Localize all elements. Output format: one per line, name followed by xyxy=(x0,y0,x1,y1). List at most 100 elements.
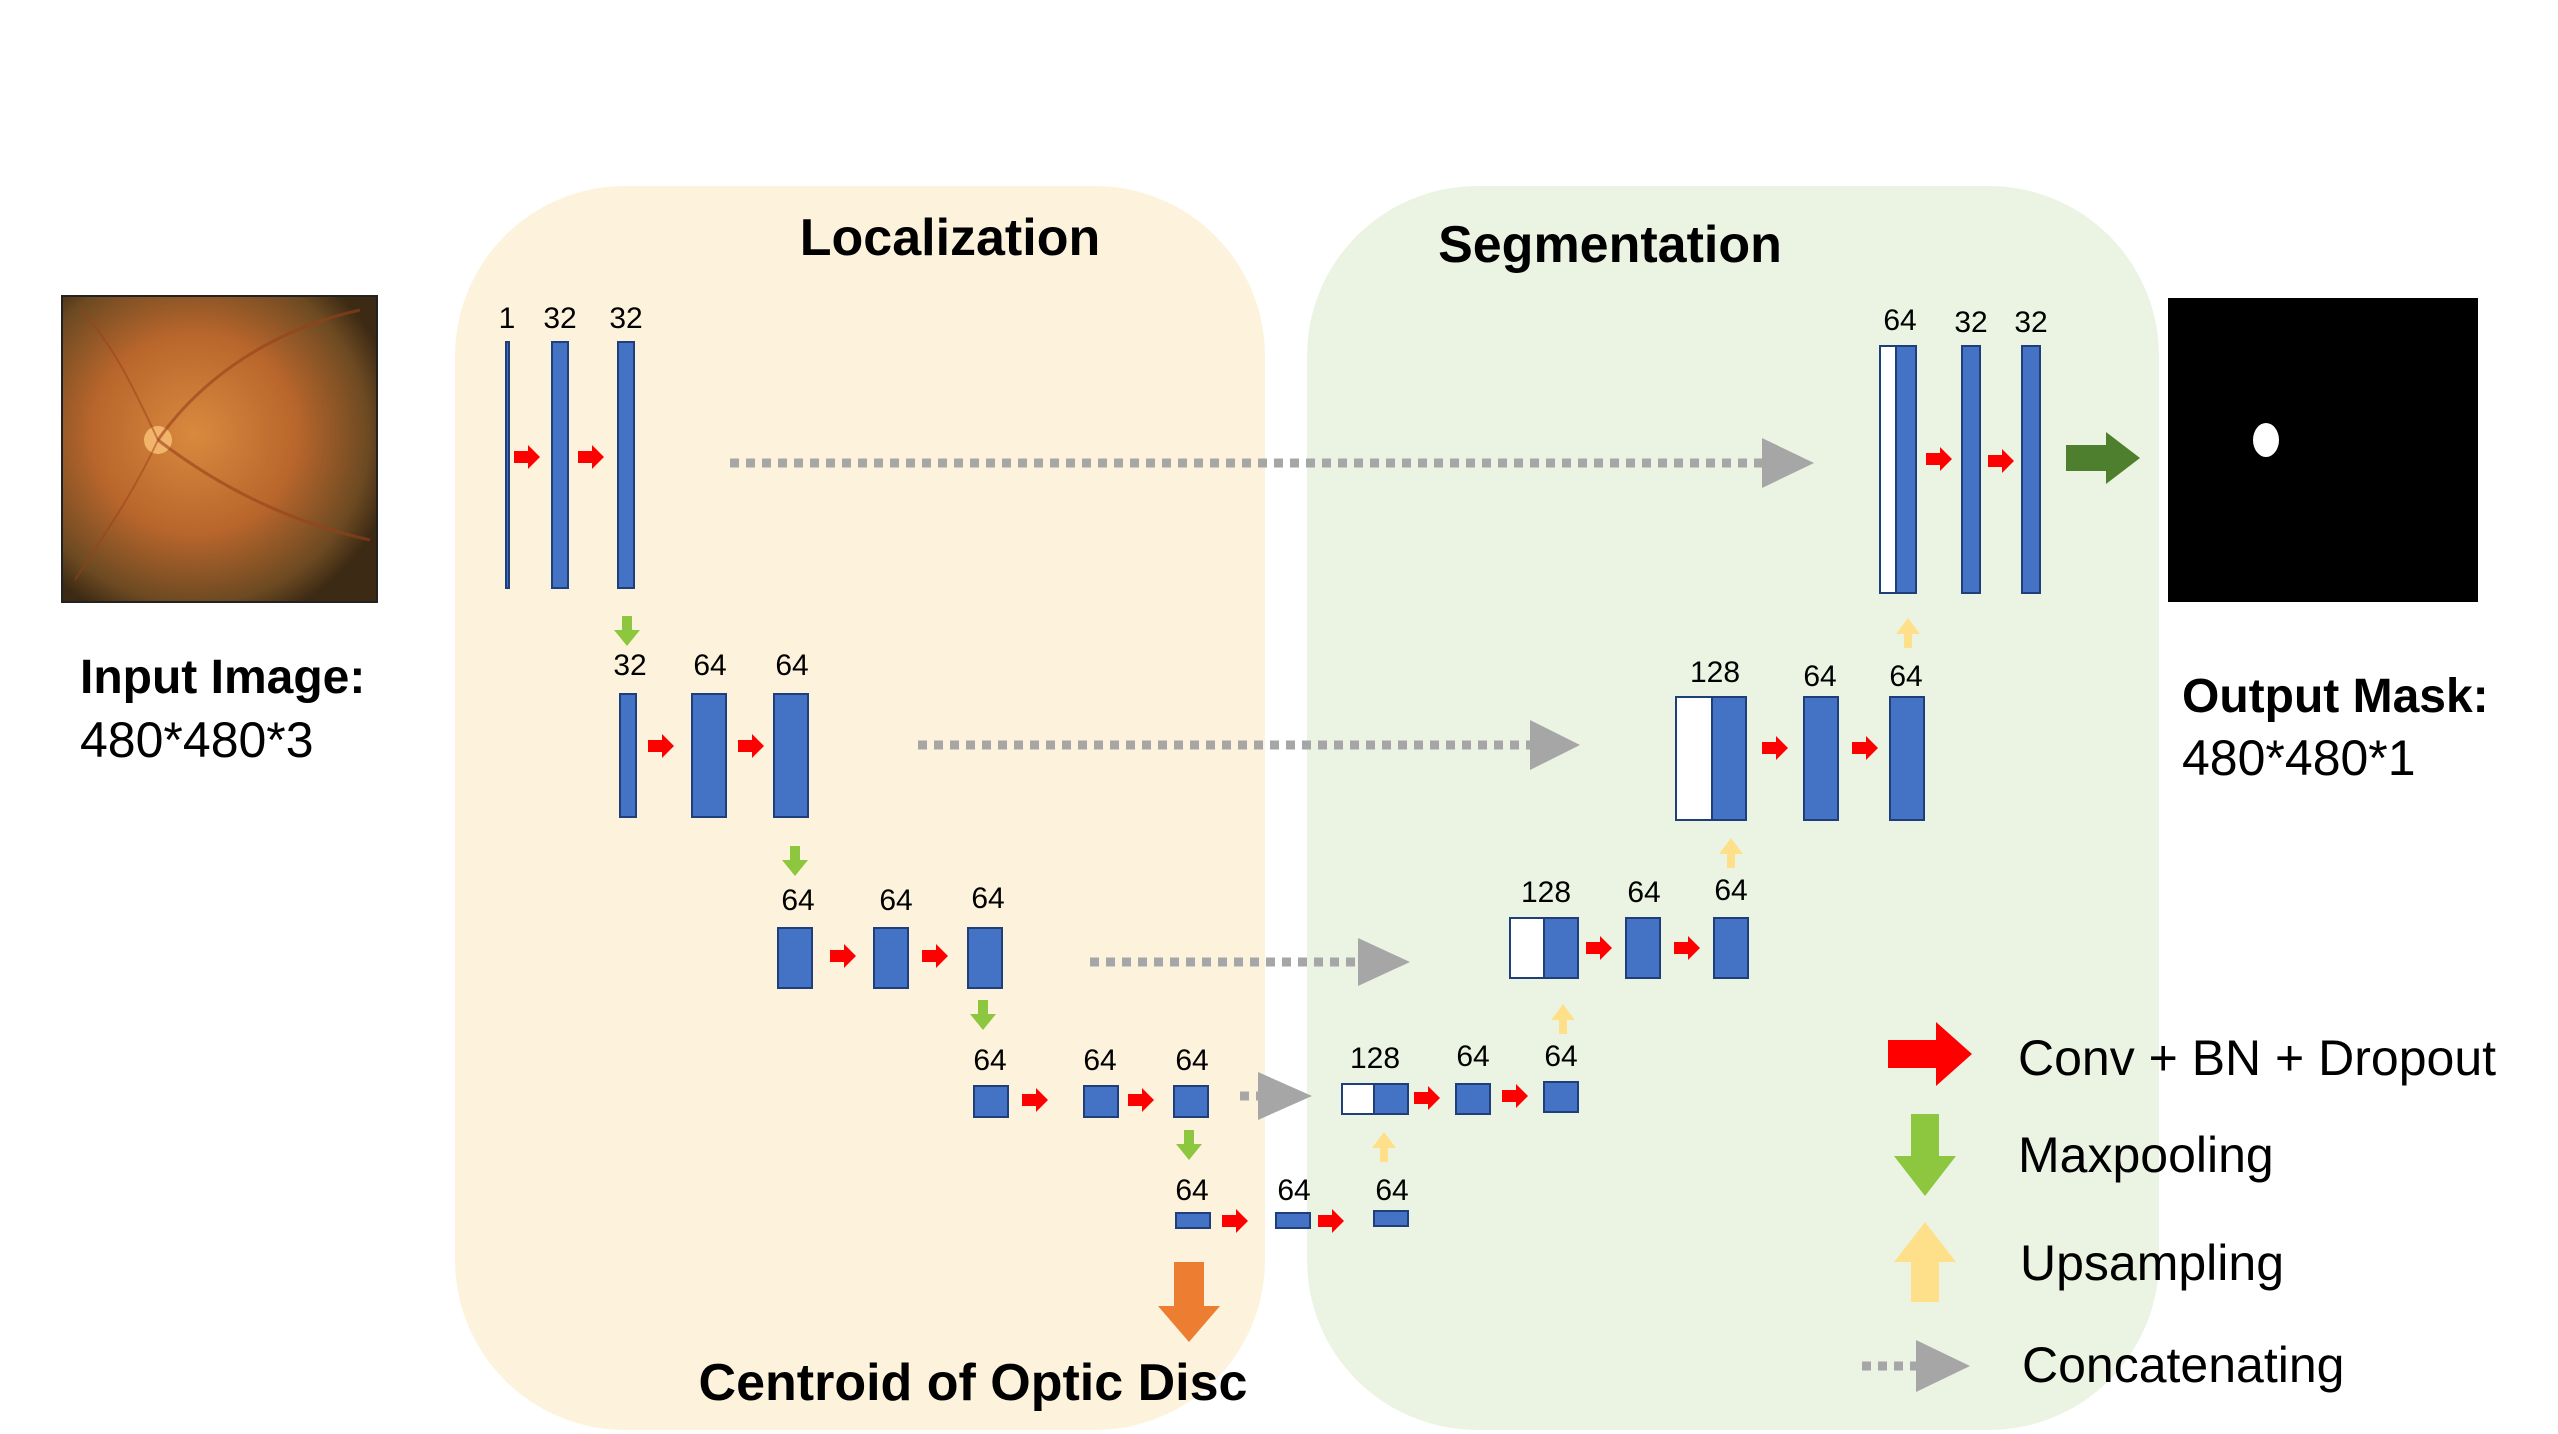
legend-conv-label: Conv + BN + Dropout xyxy=(2018,1030,2496,1086)
bottleneck-block-2 xyxy=(1275,1212,1311,1229)
legend-conv-icon xyxy=(1888,1022,1972,1086)
conv-arrow xyxy=(1222,1209,1248,1233)
enc4-label-3: 64 xyxy=(1175,1044,1208,1077)
dec2-concat-block xyxy=(1675,696,1713,821)
input-title: Input Image: xyxy=(80,651,365,704)
conv-arrow xyxy=(1674,936,1700,960)
maxpool-arrow xyxy=(1176,1130,1202,1160)
output-arrow xyxy=(2066,432,2140,484)
conv-arrow xyxy=(1128,1088,1154,1112)
enc1-block-1 xyxy=(505,341,510,589)
legend-upsample-icon xyxy=(1894,1222,1956,1302)
maxpool-arrow xyxy=(782,846,808,876)
enc3-block-2 xyxy=(873,927,909,989)
dec4-label-1: 128 xyxy=(1350,1042,1400,1075)
output-size: 480*480*1 xyxy=(2182,730,2416,786)
conv-arrow xyxy=(514,445,540,469)
dec2-label-1: 128 xyxy=(1690,656,1740,689)
bottleneck-label-1: 64 xyxy=(1175,1174,1208,1207)
enc4-label-1: 64 xyxy=(973,1044,1006,1077)
enc4-label-2: 64 xyxy=(1083,1044,1116,1077)
legend-maxpool-label: Maxpooling xyxy=(2018,1127,2274,1183)
dec1-label-2: 32 xyxy=(1954,306,1987,339)
conv-arrow xyxy=(1502,1084,1528,1108)
dec2-block-1 xyxy=(1711,696,1747,821)
concat-arrowhead-level1 xyxy=(1762,438,1814,488)
legend-maxpool-icon xyxy=(1894,1114,1956,1196)
dec4-label-2: 64 xyxy=(1456,1040,1489,1073)
enc2-label-1: 32 xyxy=(613,649,646,682)
dec1-block-2 xyxy=(1961,345,1981,594)
dec3-concat-block xyxy=(1509,917,1545,979)
conv-arrow xyxy=(830,944,856,968)
dec3-label-3: 64 xyxy=(1714,874,1747,907)
dec4-block-1 xyxy=(1373,1083,1409,1115)
legend-concat-label: Concatenating xyxy=(2022,1337,2344,1393)
dec2-label-2: 64 xyxy=(1803,660,1836,693)
bottleneck-block-3 xyxy=(1373,1210,1409,1227)
output-mask xyxy=(2168,298,2478,602)
segmentation-title: Segmentation xyxy=(1438,216,1782,274)
conv-arrow xyxy=(1586,936,1612,960)
conv-arrow xyxy=(1318,1209,1344,1233)
enc1-block-2 xyxy=(551,341,569,589)
enc3-label-1: 64 xyxy=(781,884,814,917)
enc2-block-1 xyxy=(619,693,637,818)
centroid-arrow xyxy=(1158,1262,1220,1342)
conv-arrow xyxy=(1988,449,2014,473)
upsample-arrow xyxy=(1719,838,1743,868)
localization-title: Localization xyxy=(800,209,1100,267)
bottleneck-label-2: 64 xyxy=(1277,1174,1310,1207)
dec3-label-1: 128 xyxy=(1521,876,1571,909)
upsample-arrow xyxy=(1896,618,1920,648)
dec4-concat-block xyxy=(1341,1083,1375,1115)
dec1-block-3 xyxy=(2021,345,2041,594)
enc3-block-3 xyxy=(967,927,1003,989)
enc2-block-3 xyxy=(773,693,809,818)
enc1-block-3 xyxy=(617,341,635,589)
enc4-block-3 xyxy=(1173,1085,1209,1118)
dec3-block-2 xyxy=(1625,917,1661,979)
dec2-block-3 xyxy=(1889,696,1925,821)
conv-arrow xyxy=(1852,736,1878,760)
maxpool-arrow xyxy=(614,616,640,646)
dec2-label-3: 64 xyxy=(1889,660,1922,693)
mask-blob xyxy=(2253,423,2279,457)
dec1-concat-block xyxy=(1879,345,1897,594)
maxpool-arrow xyxy=(970,1000,996,1030)
bottleneck-block-1 xyxy=(1175,1212,1211,1229)
enc4-block-2 xyxy=(1083,1085,1119,1118)
enc2-label-2: 64 xyxy=(693,649,726,682)
concat-arrowhead-level4 xyxy=(1258,1072,1312,1120)
dec1-label-3: 32 xyxy=(2014,306,2047,339)
input-size: 480*480*3 xyxy=(80,712,314,768)
enc3-label-3: 64 xyxy=(971,882,1004,915)
dec4-block-3 xyxy=(1543,1081,1579,1113)
enc2-label-3: 64 xyxy=(775,649,808,682)
dec3-block-1 xyxy=(1543,917,1579,979)
centroid-label: Centroid of Optic Disc xyxy=(699,1354,1248,1412)
legend-upsample-label: Upsampling xyxy=(2020,1235,2284,1291)
dec1-label-1: 64 xyxy=(1883,304,1916,337)
conv-arrow xyxy=(738,734,764,758)
dec1-block-1 xyxy=(1895,345,1917,594)
enc3-label-2: 64 xyxy=(879,884,912,917)
dec3-block-3 xyxy=(1713,917,1749,979)
input-image xyxy=(61,295,378,603)
concat-arrowhead-level3 xyxy=(1358,938,1410,986)
upsample-arrow xyxy=(1372,1132,1396,1162)
enc1-label-1: 1 xyxy=(499,302,516,335)
conv-arrow xyxy=(578,445,604,469)
concat-arrowhead-level2 xyxy=(1530,720,1580,770)
enc3-block-1 xyxy=(777,927,813,989)
conv-arrow xyxy=(1022,1088,1048,1112)
enc1-label-2: 32 xyxy=(543,302,576,335)
conv-arrow xyxy=(1414,1086,1440,1110)
conv-arrow xyxy=(1926,447,1952,471)
bottleneck-label-3: 64 xyxy=(1375,1174,1408,1207)
conv-arrow xyxy=(648,734,674,758)
enc1-label-3: 32 xyxy=(609,302,642,335)
dec2-block-2 xyxy=(1803,696,1839,821)
enc2-block-2 xyxy=(691,693,727,818)
